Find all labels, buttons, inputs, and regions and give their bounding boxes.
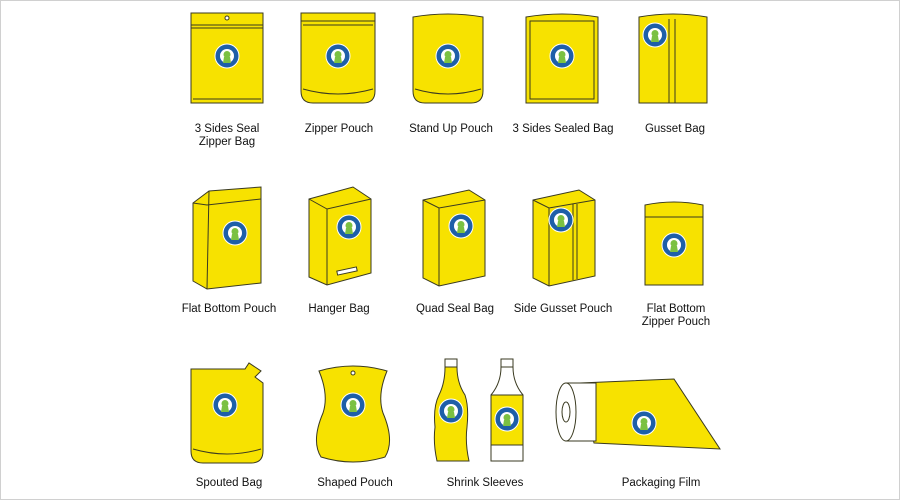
label-flat-bottom-zipper-pouch: Flat Bottom Zipper Pouch xyxy=(641,303,711,328)
quad-seal-bag-illustration xyxy=(422,189,486,287)
label-gusset-bag: Gusset Bag xyxy=(644,123,706,135)
label-3-sides-sealed-bag: 3 Sides Sealed Bag xyxy=(512,123,614,135)
zipper-pouch-illustration xyxy=(300,12,376,104)
gusset-bag-illustration xyxy=(638,13,708,104)
shaped-pouch-illustration xyxy=(316,365,390,463)
spouted-bag-illustration xyxy=(190,362,264,464)
label-quad-seal-bag: Quad Seal Bag xyxy=(415,303,494,315)
label-packaging-film: Packaging Film xyxy=(621,477,701,489)
three-sides-seal-zipper-bag-illustration xyxy=(190,12,264,104)
flat-bottom-zipper-pouch-illustration xyxy=(644,201,704,286)
label-side-gusset-pouch: Side Gusset Pouch xyxy=(513,303,613,315)
label-shrink-sleeves: Shrink Sleeves xyxy=(446,477,524,489)
label-stand-up-pouch: Stand Up Pouch xyxy=(409,123,493,135)
shrink-sleeves-illustration xyxy=(433,358,524,462)
label-zipper-pouch: Zipper Pouch xyxy=(304,123,374,135)
label-hanger-bag: Hanger Bag xyxy=(308,303,370,315)
label-3-sides-seal-zipper-bag: 3 Sides Seal Zipper Bag xyxy=(157,123,297,149)
side-gusset-pouch-illustration xyxy=(532,189,596,287)
label-text: 3 Sides Seal Zipper Bag xyxy=(194,123,260,148)
stand-up-pouch-illustration xyxy=(412,13,484,104)
label-flat-bottom-pouch: Flat Bottom Pouch xyxy=(181,303,277,315)
label-shaped-pouch: Shaped Pouch xyxy=(317,477,393,489)
label-spouted-bag: Spouted Bag xyxy=(195,477,263,489)
hanger-bag-illustration xyxy=(308,186,372,286)
three-sides-sealed-bag-illustration xyxy=(525,13,599,104)
packaging-film-illustration xyxy=(555,378,721,450)
flat-bottom-pouch-illustration xyxy=(192,186,262,290)
